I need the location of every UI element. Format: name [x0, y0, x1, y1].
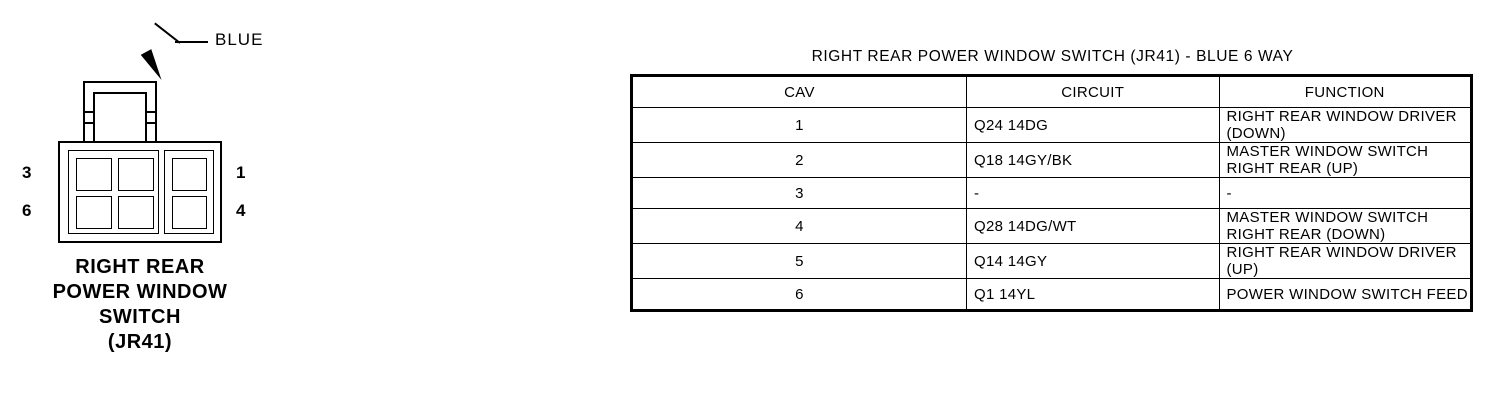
caption-line-1: RIGHT REAR: [75, 256, 205, 278]
cavity-4: [172, 196, 207, 229]
column-header-circuit: CIRCUIT: [966, 75, 1220, 108]
cell-circuit: Q24 14DG: [966, 107, 1220, 143]
latch-ledge-right-lower: [145, 122, 157, 124]
cell-circuit: -: [966, 177, 1220, 209]
cell-function: RIGHT REAR WINDOW DRIVER (DOWN): [1218, 107, 1472, 143]
table-header-row: CAV CIRCUIT FUNCTION: [631, 75, 1472, 108]
cavity-section-left: [68, 150, 159, 234]
cell-cav: 2: [631, 142, 967, 178]
table-row: 3--: [631, 177, 1472, 209]
cell-function: -: [1218, 177, 1472, 209]
connector-diagram: BLUE 3 6 1 4 RIGHT REAR POWER WINDOW SWI…: [0, 0, 300, 408]
cavity-3: [76, 158, 112, 191]
latch-ledge-left-lower: [83, 122, 95, 124]
cavity-2: [118, 158, 154, 191]
cavity-5: [118, 196, 154, 229]
cavity-6: [76, 196, 112, 229]
cavity-1: [172, 158, 207, 191]
column-header-function: FUNCTION: [1218, 75, 1472, 108]
cell-cav: 6: [631, 278, 967, 311]
cell-function: POWER WINDOW SWITCH FEED: [1218, 278, 1472, 311]
cell-function: MASTER WINDOW SWITCH RIGHT REAR (UP): [1218, 142, 1472, 178]
cell-cav: 3: [631, 177, 967, 209]
pinout-table-block: RIGHT REAR POWER WINDOW SWITCH (JR41) - …: [630, 48, 1475, 312]
connector-color-label: BLUE: [215, 30, 264, 49]
connector-caption: RIGHT REAR POWER WINDOW SWITCH (JR41): [0, 255, 280, 355]
pin-number-top-right: 1: [236, 163, 246, 182]
caption-line-3: SWITCH: [99, 306, 181, 328]
cell-cav: 5: [631, 243, 967, 279]
cell-function: RIGHT REAR WINDOW DRIVER (UP): [1218, 243, 1472, 279]
cell-circuit: Q28 14DG/WT: [966, 208, 1220, 244]
cell-cav: 4: [631, 208, 967, 244]
latch-ledge-right-upper: [145, 111, 157, 113]
pin-number-bottom-left: 6: [22, 201, 32, 220]
caption-line-4: (JR41): [107, 331, 173, 353]
cell-circuit: Q18 14GY/BK: [966, 142, 1220, 178]
caption-line-2: POWER WINDOW: [52, 281, 228, 303]
callout-arrow-icon: [140, 49, 167, 83]
cell-circuit: Q14 14GY: [966, 243, 1220, 279]
callout-leader-line: [175, 41, 208, 43]
latch-ledge-left-upper: [83, 111, 95, 113]
cavity-section-right: [164, 150, 214, 234]
column-header-cav: CAV: [631, 75, 967, 108]
table-title: RIGHT REAR POWER WINDOW SWITCH (JR41) - …: [811, 48, 1294, 65]
pin-number-top-left: 3: [22, 163, 32, 182]
pin-number-bottom-right: 4: [236, 201, 246, 220]
cell-cav: 1: [631, 107, 967, 143]
callout-leader-diagonal: [154, 22, 181, 44]
cell-function: MASTER WINDOW SWITCH RIGHT REAR (DOWN): [1218, 208, 1472, 244]
cell-circuit: Q1 14YL: [966, 278, 1220, 311]
